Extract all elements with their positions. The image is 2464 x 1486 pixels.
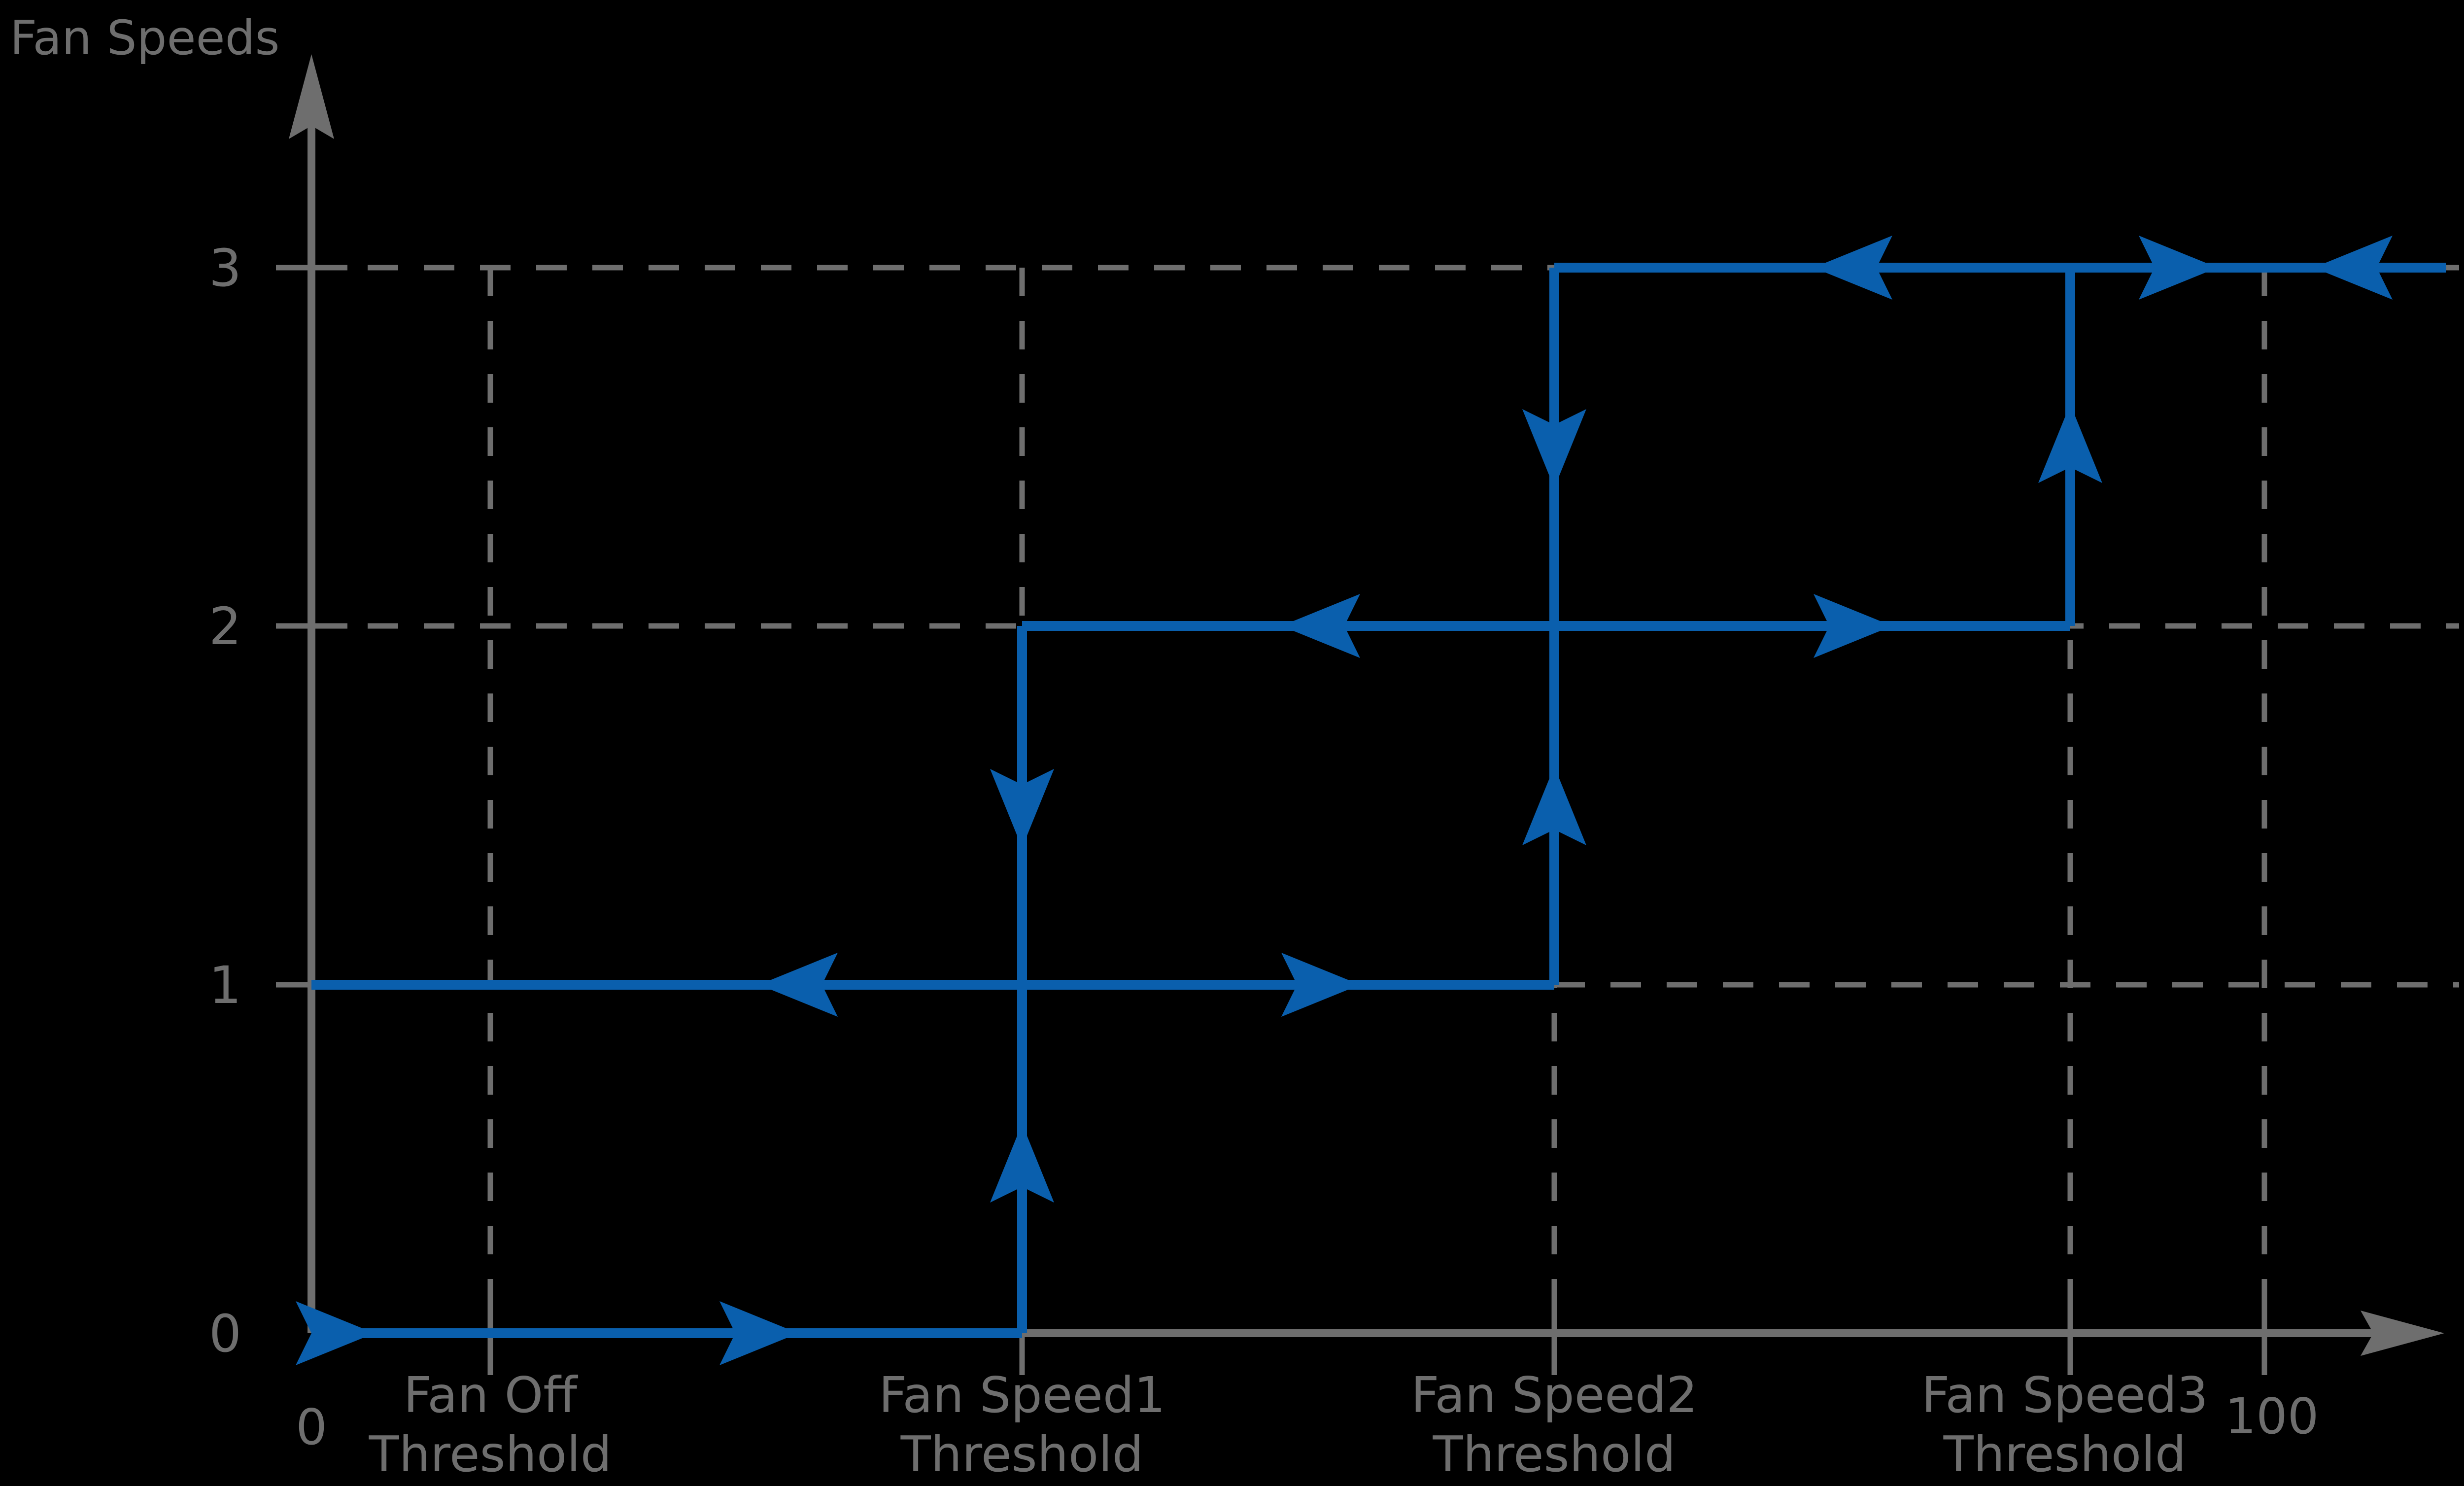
x-tick-label-0: 0 bbox=[296, 1398, 327, 1456]
arrow-up-rise-2-to-3 bbox=[2038, 404, 2102, 483]
arrow-left-speed3-a bbox=[1814, 236, 1892, 300]
y-axis-arrowhead-icon bbox=[289, 54, 334, 139]
threshold-label-fan-speed-2-line2: Threshold bbox=[1433, 1425, 1676, 1483]
arrow-up-rise-0-to-1 bbox=[990, 1124, 1054, 1203]
y-axis bbox=[289, 54, 334, 1333]
arrow-left-speed1 bbox=[759, 953, 838, 1017]
arrow-right-speed0-b bbox=[719, 1301, 798, 1365]
y-axis-title: Fan Speeds bbox=[10, 10, 280, 66]
arrow-up-rise-1-to-2 bbox=[1522, 766, 1586, 845]
arrow-down-fall-3-to-2 bbox=[1522, 409, 1586, 488]
y-tick-label-0: 0 bbox=[209, 1304, 241, 1364]
vertical-gridlines bbox=[487, 268, 2267, 1375]
arrow-right-speed1 bbox=[1281, 953, 1360, 1017]
threshold-label-fan-off-line2: Threshold bbox=[369, 1425, 612, 1483]
arrow-right-speed3 bbox=[2139, 236, 2218, 300]
threshold-label-fan-speed-3-line2: Threshold bbox=[1943, 1425, 2187, 1483]
threshold-label-fan-speed-1-line1: Fan Speed1 bbox=[879, 1366, 1165, 1424]
threshold-label-fan-speed-3-line1: Fan Speed3 bbox=[1921, 1366, 2208, 1424]
arrow-right-speed0-a bbox=[296, 1301, 375, 1365]
x-axis-arrowhead-icon bbox=[2361, 1311, 2444, 1356]
y-tick-label-2: 2 bbox=[209, 596, 241, 657]
arrow-left-speed3-b bbox=[2314, 236, 2393, 300]
arrow-down-fall-2-to-1 bbox=[990, 769, 1054, 848]
y-tick-label-1: 1 bbox=[209, 955, 241, 1015]
threshold-label-fan-speed-1-line2: Threshold bbox=[900, 1425, 1144, 1483]
arrow-left-speed2 bbox=[1281, 594, 1360, 658]
direction-arrowheads bbox=[296, 236, 2393, 1365]
hysteresis-curve bbox=[311, 263, 2446, 1338]
threshold-label-fan-off-line1: Fan Off bbox=[404, 1366, 578, 1424]
threshold-label-fan-speed-2-line1: Fan Speed2 bbox=[1411, 1366, 1698, 1424]
arrow-right-speed2 bbox=[1814, 594, 1892, 658]
x-tick-label-100: 100 bbox=[2225, 1387, 2319, 1445]
y-tick-label-3: 3 bbox=[209, 238, 241, 298]
